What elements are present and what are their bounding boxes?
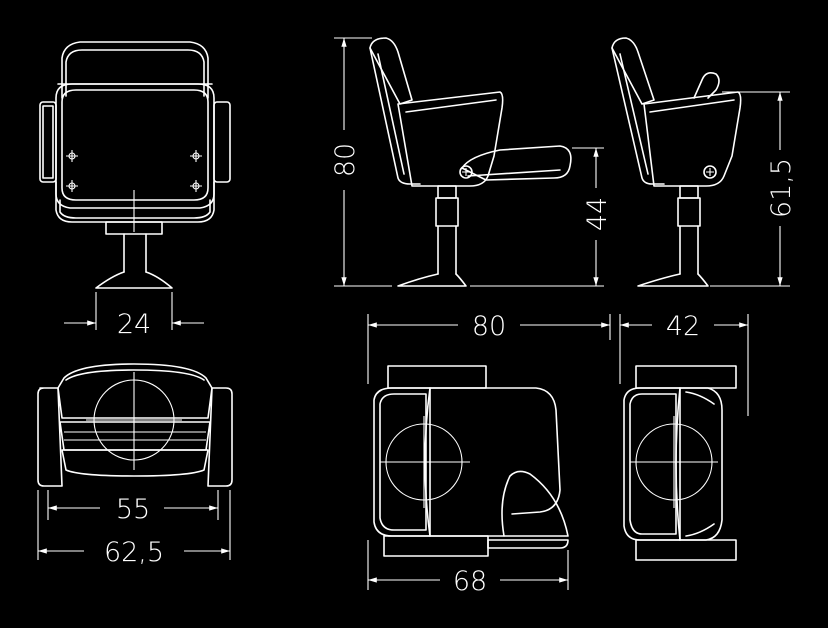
dim-plan-depth: 68 [453, 566, 487, 597]
dim-side-depth: 80 [472, 311, 506, 342]
dim-side-seat-height: 44 [582, 197, 613, 231]
dim-side-folded-height: 61,5 [766, 158, 797, 218]
side-view [369, 37, 572, 287]
top-view [37, 363, 233, 487]
plan-view-folded [623, 365, 737, 561]
dim-top-overall-width: 62,5 [104, 537, 164, 568]
side-view-folded [611, 37, 742, 287]
front-view [39, 41, 231, 289]
dim-side-folded-depth: 42 [666, 311, 700, 342]
plan-view [373, 365, 569, 557]
dim-top-inner-width: 55 [116, 494, 150, 525]
dim-front-base-width: 24 [117, 309, 151, 340]
dimension-lines [37, 37, 790, 590]
dim-side-height: 80 [330, 143, 361, 177]
